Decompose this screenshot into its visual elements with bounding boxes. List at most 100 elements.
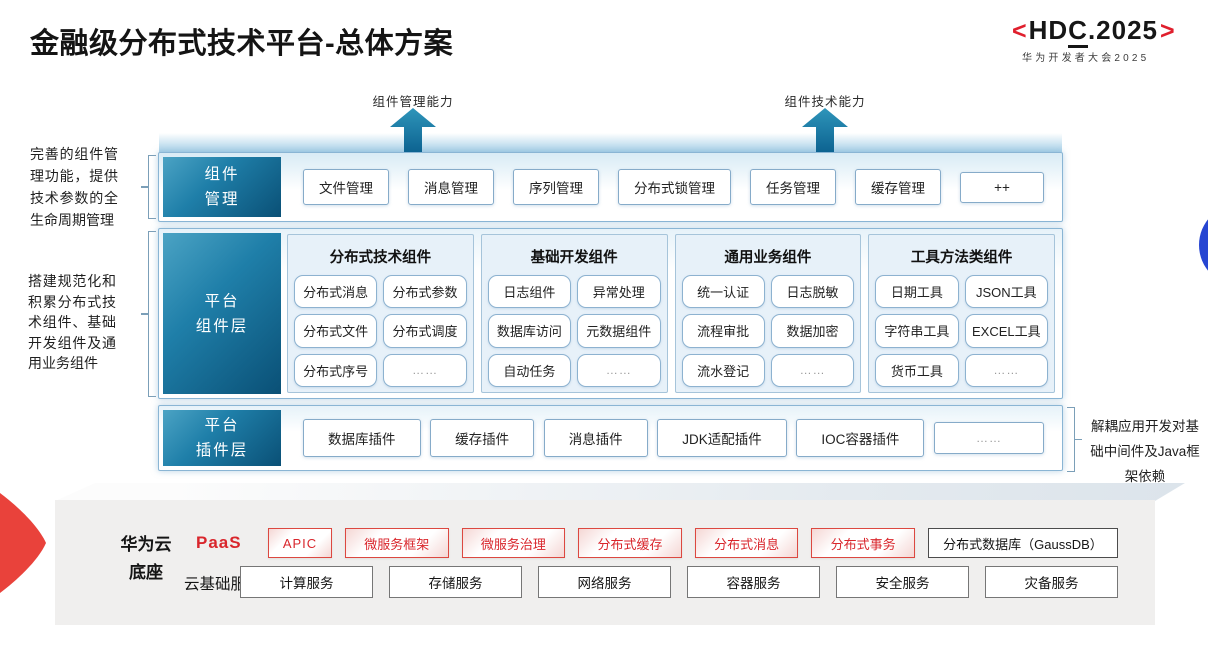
logo-left-angle-icon: < bbox=[1012, 17, 1027, 45]
blue-circle-decoration bbox=[1199, 204, 1208, 286]
technical-capability-label: 组件技术能力 bbox=[784, 95, 866, 109]
panel-top-glow bbox=[159, 133, 1062, 152]
paas-services: APIC 微服务框架 微服务治理 分布式缓存 分布式消息 分布式事务 分布式数据… bbox=[268, 528, 1118, 558]
paas-service-box: 分布式消息 bbox=[694, 528, 799, 558]
item-box: 消息插件 bbox=[543, 419, 648, 457]
column-title: 通用业务组件 bbox=[724, 250, 812, 266]
component-card-more: …… bbox=[577, 353, 661, 387]
component-card: 统一认证 bbox=[681, 275, 765, 309]
item-box: 序列管理 bbox=[513, 169, 599, 205]
component-columns: 分布式技术组件 分布式消息 分布式参数 分布式文件 分布式调度 分布式序号 ……… bbox=[285, 229, 1062, 398]
component-management-layer: 组件 管理 文件管理 消息管理 序列管理 分布式锁管理 任务管理 缓存管理 ++ bbox=[158, 152, 1063, 222]
column-grid: 统一认证 日志脱敏 流程审批 数据加密 流水登记 …… bbox=[681, 275, 855, 387]
layer-label-line1: 平台 bbox=[204, 292, 240, 310]
layer-label-line1: 组件 bbox=[204, 166, 240, 183]
logo-year: .2025 bbox=[1087, 15, 1159, 45]
component-card-more: …… bbox=[770, 353, 855, 387]
column-title: 基础开发组件 bbox=[530, 250, 618, 266]
paas-service-box: 分布式缓存 bbox=[578, 528, 682, 558]
cloud-service-box: 灾备服务 bbox=[985, 566, 1118, 598]
layer-label: 平台 组件层 bbox=[163, 233, 281, 394]
logo-subtitle: 华为开发者大会2025 bbox=[1022, 53, 1150, 64]
foundation-label-line1: 华为云 bbox=[120, 535, 172, 554]
management-items: 文件管理 消息管理 序列管理 分布式锁管理 任务管理 缓存管理 ++ bbox=[285, 153, 1062, 221]
foundation-top-face bbox=[55, 483, 1185, 501]
component-card: 元数据组件 bbox=[577, 314, 661, 348]
hdc-2025-logo: < HDC.2025 > 华为开发者大会2025 bbox=[1012, 15, 1208, 64]
right-bracket-icon bbox=[1067, 407, 1082, 472]
management-capability-label: 组件管理能力 bbox=[372, 95, 454, 109]
logo-right-angle-icon: > bbox=[1160, 17, 1175, 45]
column-utility-tools: 工具方法类组件 日期工具 JSON工具 字符串工具 EXCEL工具 货币工具 …… bbox=[868, 234, 1055, 393]
gaussdb-box: 分布式数据库（GaussDB） bbox=[927, 528, 1118, 558]
component-card: EXCEL工具 bbox=[964, 314, 1048, 348]
bracket-tick bbox=[141, 186, 148, 188]
component-card: 货币工具 bbox=[875, 353, 959, 387]
component-card: 分布式调度 bbox=[383, 314, 467, 348]
item-box: IOC容器插件 bbox=[796, 419, 925, 457]
foundation-label-line2: 底座 bbox=[129, 563, 163, 582]
component-card: 流水登记 bbox=[681, 353, 765, 387]
item-box-more: …… bbox=[934, 422, 1044, 454]
bracket-tick bbox=[141, 313, 148, 315]
layer-label-line2: 组件层 bbox=[195, 317, 249, 335]
page-title: 金融级分布式技术平台-总体方案 bbox=[30, 28, 454, 60]
column-grid: 日志组件 异常处理 数据库访问 元数据组件 自动任务 …… bbox=[487, 275, 661, 387]
left-bracket-icon bbox=[141, 155, 156, 219]
component-card: 日志组件 bbox=[487, 275, 572, 309]
component-card: 分布式消息 bbox=[294, 275, 378, 309]
cloud-service-box: 存储服务 bbox=[389, 566, 522, 598]
column-title: 工具方法类组件 bbox=[910, 250, 1013, 266]
column-basic-dev: 基础开发组件 日志组件 异常处理 数据库访问 元数据组件 自动任务 …… bbox=[480, 234, 668, 393]
cloud-service-box: 安全服务 bbox=[836, 566, 969, 598]
logo-wordmark: HDC.2025 bbox=[1028, 15, 1159, 48]
foundation-panel bbox=[55, 500, 1155, 625]
component-card: 分布式参数 bbox=[383, 275, 467, 309]
cloud-basic-services: 计算服务 存储服务 网络服务 容器服务 安全服务 灾备服务 bbox=[240, 566, 1118, 598]
layer-label-line2: 插件层 bbox=[195, 442, 249, 459]
component-card: 异常处理 bbox=[577, 275, 661, 309]
item-box-more: ++ bbox=[960, 171, 1044, 203]
cloud-service-box: 容器服务 bbox=[687, 566, 820, 598]
layer-label: 平台 插件层 bbox=[163, 410, 281, 466]
component-card-more: …… bbox=[383, 353, 467, 387]
column-grid: 分布式消息 分布式参数 分布式文件 分布式调度 分布式序号 …… bbox=[294, 275, 467, 387]
component-card: 日期工具 bbox=[875, 275, 959, 309]
paas-service-box: 分布式事务 bbox=[811, 528, 915, 558]
platform-component-layer: 平台 组件层 分布式技术组件 分布式消息 分布式参数 分布式文件 分布式调度 分… bbox=[158, 228, 1063, 399]
bracket-tick bbox=[1075, 438, 1082, 441]
item-box: 任务管理 bbox=[750, 169, 836, 205]
plugin-items: 数据库插件 缓存插件 消息插件 JDK适配插件 IOC容器插件 …… bbox=[285, 406, 1062, 470]
item-box: 缓存插件 bbox=[430, 419, 535, 457]
component-card-more: …… bbox=[964, 353, 1048, 387]
cloud-service-box: 计算服务 bbox=[240, 566, 373, 598]
item-box: 文件管理 bbox=[303, 169, 389, 205]
logo-c-underlined: C bbox=[1068, 15, 1088, 48]
layer-label-line2: 管理 bbox=[204, 191, 240, 208]
huawei-cloud-foundation-label: 华为云 底座 bbox=[103, 531, 189, 587]
cloud-service-box: 网络服务 bbox=[538, 566, 671, 598]
item-box: 分布式锁管理 bbox=[618, 169, 731, 205]
red-arrow-decoration-icon bbox=[0, 493, 46, 593]
up-arrow-icon bbox=[390, 108, 436, 152]
paas-label: PaaS bbox=[196, 533, 242, 552]
component-card: 分布式文件 bbox=[294, 314, 378, 348]
item-box: 消息管理 bbox=[408, 169, 494, 205]
column-grid: 日期工具 JSON工具 字符串工具 EXCEL工具 货币工具 …… bbox=[875, 275, 1048, 387]
paas-service-box: APIC bbox=[268, 528, 332, 558]
column-common-business: 通用业务组件 统一认证 日志脱敏 流程审批 数据加密 流水登记 …… bbox=[674, 234, 862, 393]
item-box: 数据库插件 bbox=[303, 419, 421, 457]
column-title: 分布式技术组件 bbox=[329, 250, 432, 266]
component-card: 数据库访问 bbox=[487, 314, 572, 348]
layer-label: 组件 管理 bbox=[163, 157, 281, 217]
note-plugins: 解耦应用开发对基础中间件及Java框架依赖 bbox=[1090, 419, 1200, 484]
layer-label-line1: 平台 bbox=[204, 417, 240, 434]
paas-service-box: 微服务框架 bbox=[345, 528, 449, 558]
logo-hd: HD bbox=[1028, 15, 1069, 45]
item-box: JDK适配插件 bbox=[657, 419, 787, 457]
note-components: 搭建规范化和积累分布式技术组件、基础开发组件及通用业务组件 bbox=[28, 273, 116, 371]
component-card: 流程审批 bbox=[681, 314, 765, 348]
note-management: 完善的组件管理功能，提供技术参数的全生命周期管理 bbox=[30, 146, 118, 228]
component-card: 字符串工具 bbox=[875, 314, 959, 348]
